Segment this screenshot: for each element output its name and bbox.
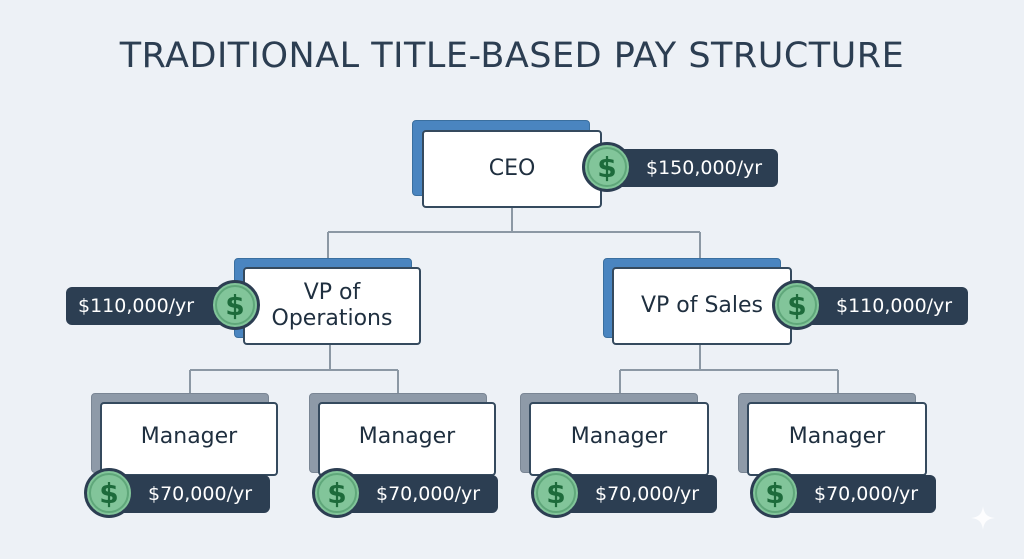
ceo-salary-pill: $150,000/yr bbox=[610, 149, 778, 187]
ceo-card: CEO bbox=[422, 130, 602, 208]
vp-sales-salary-pill: $110,000/yr bbox=[800, 287, 968, 325]
vp-operations-card: VP of Operations bbox=[243, 267, 421, 345]
vp-sales-card: VP of Sales bbox=[612, 267, 792, 345]
manager-title: Manager bbox=[140, 423, 238, 449]
manager-salary: $70,000/yr bbox=[595, 483, 700, 505]
vp-sales-salary: $110,000/yr bbox=[836, 295, 953, 317]
dollar-coin-icon: $ bbox=[582, 142, 632, 192]
ceo-title: CEO bbox=[488, 155, 536, 181]
manager-card: Manager bbox=[318, 402, 496, 476]
manager-salary: $70,000/yr bbox=[814, 483, 919, 505]
manager-title: Manager bbox=[788, 423, 886, 449]
manager-salary: $70,000/yr bbox=[376, 483, 481, 505]
manager-salary: $70,000/yr bbox=[148, 483, 253, 505]
manager-card: Manager bbox=[529, 402, 709, 476]
dollar-coin-icon: $ bbox=[772, 280, 822, 330]
manager-title: Manager bbox=[570, 423, 668, 449]
manager-salary-pill: $70,000/yr bbox=[340, 475, 498, 513]
manager-salary-pill: $70,000/yr bbox=[559, 475, 717, 513]
dollar-coin-icon: $ bbox=[312, 468, 362, 518]
dollar-coin-icon: $ bbox=[210, 280, 260, 330]
dollar-coin-icon: $ bbox=[750, 468, 800, 518]
vp-operations-salary-pill: $110,000/yr bbox=[66, 287, 234, 325]
vp-operations-title-line2: Operations bbox=[271, 306, 393, 331]
dollar-coin-icon: $ bbox=[84, 468, 134, 518]
manager-salary-pill: $70,000/yr bbox=[778, 475, 936, 513]
manager-title: Manager bbox=[358, 423, 456, 449]
sparkle-icon bbox=[971, 506, 995, 530]
vp-operations-title-line1: VP of bbox=[303, 279, 361, 305]
manager-salary-pill: $70,000/yr bbox=[112, 475, 270, 513]
ceo-salary: $150,000/yr bbox=[646, 157, 763, 179]
dollar-coin-icon: $ bbox=[531, 468, 581, 518]
manager-card: Manager bbox=[100, 402, 278, 476]
vp-sales-title: VP of Sales bbox=[640, 292, 764, 318]
manager-card: Manager bbox=[747, 402, 927, 476]
diagram-title: TRADITIONAL TITLE-BASED PAY STRUCTURE bbox=[119, 36, 905, 76]
vp-operations-salary: $110,000/yr bbox=[78, 295, 195, 317]
